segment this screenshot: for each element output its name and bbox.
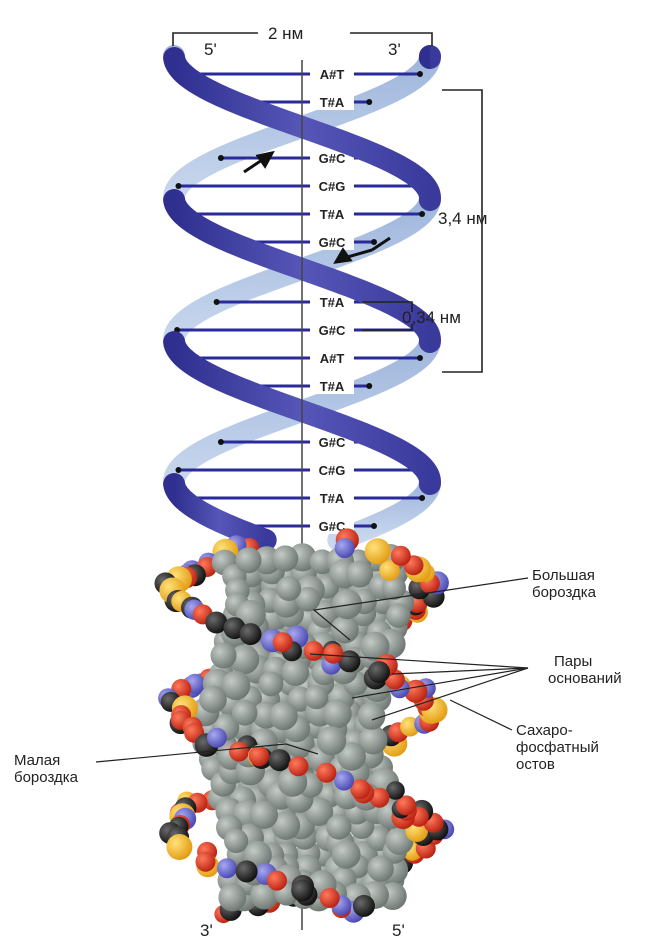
major-groove-label-line-2: бороздка bbox=[532, 584, 596, 601]
base-pair-label: T#A bbox=[320, 379, 345, 394]
carbon-atom bbox=[291, 880, 313, 902]
backbone-label-line-1: Сахаро- bbox=[516, 722, 599, 739]
backbone-dot bbox=[419, 211, 425, 217]
backbone-label-line-3: остов bbox=[516, 756, 599, 773]
base-atom bbox=[282, 659, 310, 687]
base-atom bbox=[304, 685, 328, 709]
base-pair-label: G#C bbox=[319, 323, 346, 338]
turn-length-label: 3,4 нм bbox=[438, 209, 487, 228]
base-pair-label: A#T bbox=[320, 351, 345, 366]
backbone-dot bbox=[175, 467, 181, 473]
minor-groove-label: Малая бороздка bbox=[14, 752, 78, 786]
base-atom bbox=[323, 699, 352, 728]
backbone-dot bbox=[417, 71, 423, 77]
minor-groove-label-line-2: бороздка bbox=[14, 769, 78, 786]
base-atom bbox=[211, 643, 237, 669]
nitrogen-atom bbox=[217, 858, 237, 878]
carbon-atom bbox=[353, 895, 375, 917]
base-pair-label: C#G bbox=[319, 179, 346, 194]
phosphorus-atom bbox=[166, 834, 192, 860]
base-pair-label: C#G bbox=[319, 463, 346, 478]
nitrogen-atom bbox=[334, 771, 354, 791]
phosphorus-atom bbox=[365, 538, 391, 564]
base-pair-label: A#T bbox=[320, 67, 345, 82]
oxygen-atom bbox=[288, 756, 308, 776]
minor-groove-label-line-1: Малая bbox=[14, 752, 78, 769]
base-pair-label: T#A bbox=[320, 95, 345, 110]
base-atom bbox=[317, 726, 346, 755]
base-atom bbox=[346, 561, 373, 588]
backbone-dot bbox=[419, 495, 425, 501]
major-groove-label: Большая бороздка bbox=[532, 567, 596, 601]
oxygen-atom bbox=[304, 641, 324, 661]
step-length-label: 0,34 нм bbox=[402, 308, 461, 327]
base-pair-label: G#C bbox=[319, 435, 346, 450]
backbone-dot bbox=[218, 439, 224, 445]
base-pair-label: T#A bbox=[320, 207, 345, 222]
backbone-callout bbox=[450, 700, 512, 730]
carbon-atom bbox=[236, 860, 258, 882]
carbon-atom bbox=[269, 749, 291, 771]
backbone-label-line-2: фосфатный bbox=[516, 739, 599, 756]
oxygen-atom bbox=[196, 852, 216, 872]
oxygen-atom bbox=[273, 632, 293, 652]
space-filling-model bbox=[155, 528, 455, 923]
carbon-atom bbox=[368, 661, 390, 683]
backbone-dot bbox=[218, 155, 224, 161]
base-atom bbox=[224, 829, 248, 853]
base-atom bbox=[236, 547, 262, 573]
bottom-left-end-label: 3' bbox=[200, 921, 213, 940]
base-pair-label: G#C bbox=[319, 235, 346, 250]
carbon-atom bbox=[240, 623, 262, 645]
base-atom bbox=[326, 814, 351, 839]
backbone-dot bbox=[417, 355, 423, 361]
backbone-dot bbox=[371, 239, 377, 245]
turn-length-bracket bbox=[442, 90, 482, 372]
base-atom bbox=[331, 616, 359, 644]
base-atom bbox=[259, 672, 284, 697]
oxygen-atom bbox=[249, 746, 269, 766]
backbone-dot bbox=[175, 183, 181, 189]
oxygen-atom bbox=[323, 644, 343, 664]
helix-strand-front-segment bbox=[174, 484, 266, 540]
base-pair-label: T#A bbox=[320, 491, 345, 506]
base-atom bbox=[367, 856, 393, 882]
bottom-right-end-label: 5' bbox=[392, 921, 405, 940]
base-atom bbox=[272, 545, 298, 571]
base-pair-label: G#C bbox=[319, 151, 346, 166]
width-label: 2 нм bbox=[268, 24, 303, 43]
oxygen-atom bbox=[320, 888, 340, 908]
nitrogen-atom bbox=[207, 728, 227, 748]
top-right-end-label: 3' bbox=[388, 40, 401, 59]
base-atom bbox=[218, 883, 246, 911]
base-pair-label: T#A bbox=[320, 295, 345, 310]
base-atom bbox=[358, 702, 386, 730]
oxygen-atom bbox=[391, 546, 411, 566]
major-groove-label-line-1: Большая bbox=[532, 567, 596, 584]
base-pairs-label: Пары оснований bbox=[548, 653, 622, 687]
oxygen-atom bbox=[267, 871, 287, 891]
backbone-dot bbox=[214, 299, 220, 305]
backbone-label: Сахаро- фосфатный остов bbox=[516, 722, 599, 773]
base-atom bbox=[332, 589, 362, 619]
base-atom bbox=[276, 576, 301, 601]
base-atom bbox=[250, 801, 278, 829]
backbone-dot bbox=[366, 383, 372, 389]
backbone-dot bbox=[366, 99, 372, 105]
base-atom bbox=[232, 700, 258, 726]
oxygen-atom bbox=[316, 763, 336, 783]
nitrogen-atom bbox=[335, 538, 355, 558]
base-pairs-label-line-1: Пары bbox=[548, 653, 622, 670]
base-atom bbox=[269, 702, 298, 731]
base-atom bbox=[386, 603, 410, 627]
top-left-end-label: 5' bbox=[204, 40, 217, 59]
base-atom bbox=[199, 686, 227, 714]
backbone-dot bbox=[371, 523, 377, 529]
oxygen-atom bbox=[229, 742, 249, 762]
base-pairs-label-line-2: оснований bbox=[548, 670, 622, 687]
base-atom bbox=[332, 840, 361, 869]
